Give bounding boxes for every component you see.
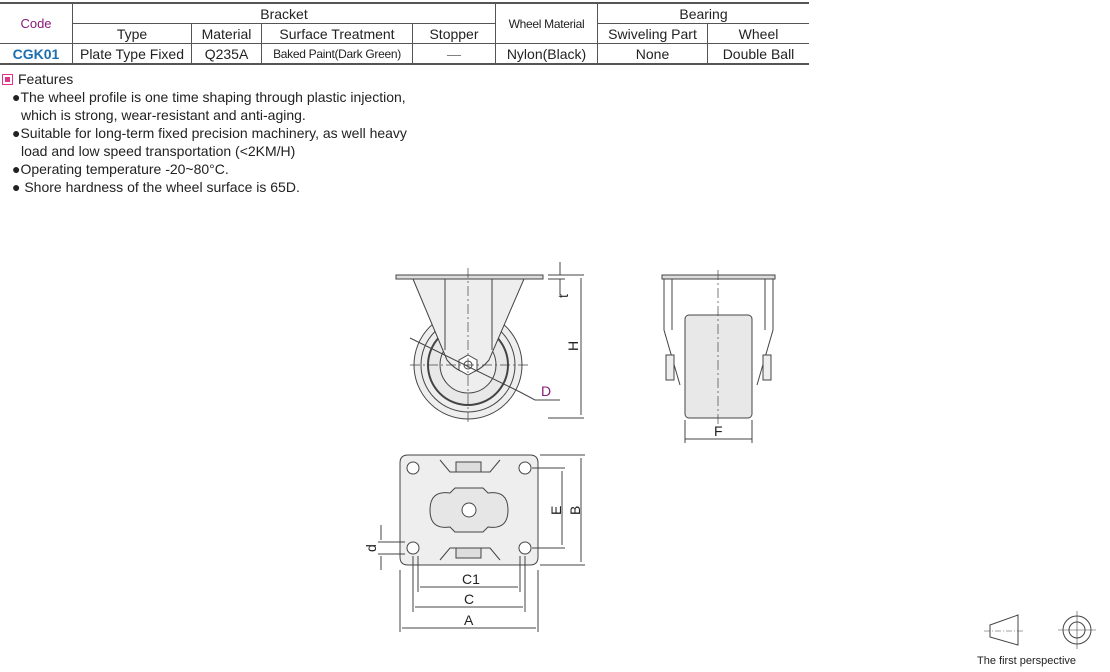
- dim-t: t: [555, 294, 571, 298]
- header-code: Code: [0, 2, 73, 44]
- cell-material: Q235A: [191, 43, 262, 65]
- features-section: Features ●The wheel profile is one time …: [2, 70, 407, 196]
- perspective-label: The first perspective: [977, 655, 1077, 667]
- header-stopper: Stopper: [412, 23, 496, 44]
- cell-swiveling: None: [597, 43, 708, 65]
- feature-item: ●The wheel profile is one time shaping t…: [12, 89, 406, 123]
- cell-type: Plate Type Fixed: [72, 43, 192, 65]
- cell-code: CGK01: [0, 43, 73, 65]
- cell-surface: Baked Paint(Dark Green): [261, 43, 413, 65]
- feature-item: ●Suitable for long-term fixed precision …: [12, 125, 407, 159]
- top-view: [378, 454, 585, 632]
- dim-E: E: [548, 506, 564, 515]
- first-angle-projection-icon: [984, 611, 1096, 649]
- side-view: [661, 270, 776, 443]
- dim-F: F: [714, 423, 723, 439]
- front-view: [395, 262, 584, 425]
- cell-wheel-material: Nylon(Black): [495, 43, 598, 65]
- dim-d: d: [363, 544, 379, 552]
- dim-D: D: [541, 383, 551, 399]
- feature-item: ●Operating temperature -20~80°C.: [12, 161, 229, 177]
- header-surface: Surface Treatment: [261, 23, 413, 44]
- dim-H: H: [565, 341, 581, 351]
- square-bullet-icon: [2, 73, 13, 85]
- dim-A: A: [464, 612, 474, 628]
- dim-C: C: [464, 591, 474, 607]
- features-title: Features: [18, 71, 74, 87]
- header-swiveling: Swiveling Part: [597, 23, 708, 44]
- feature-item: ● Shore hardness of the wheel surface is…: [12, 179, 300, 195]
- cell-wheel: Double Ball: [707, 43, 809, 65]
- header-wheel-material: Wheel Material: [495, 2, 598, 44]
- dim-B: B: [567, 506, 583, 515]
- spec-table: Code Bracket Wheel Material Bearing Type…: [0, 2, 809, 65]
- dim-C1: C1: [462, 571, 480, 587]
- header-wheel: Wheel: [707, 23, 809, 44]
- cell-stopper: —: [412, 43, 496, 65]
